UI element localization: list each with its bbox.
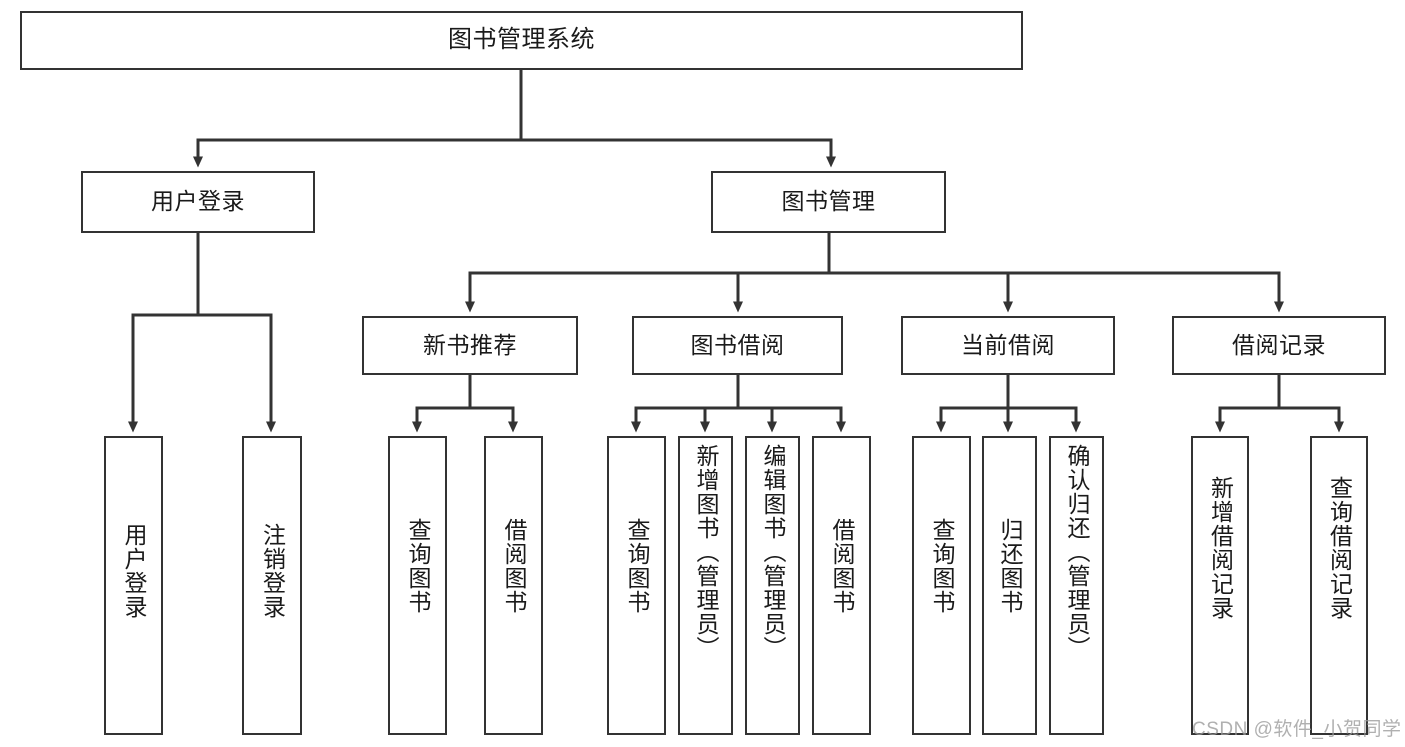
node-leaf-user-login[interactable]: 用户登录 xyxy=(104,436,163,735)
node-leaf-return-book-label: 归还图书 xyxy=(997,518,1023,614)
node-leaf-edit-book-label: 编辑图书（管理员） xyxy=(760,444,786,660)
node-leaf-return-book[interactable]: 归还图书 xyxy=(982,436,1037,735)
node-leaf-query-book-2-label: 查询图书 xyxy=(624,518,650,614)
node-borrow-record[interactable]: 借阅记录 xyxy=(1172,316,1386,375)
node-leaf-query-book-1[interactable]: 查询图书 xyxy=(388,436,447,735)
node-root-label: 图书管理系统 xyxy=(448,26,595,54)
node-book-borrow-label: 图书借阅 xyxy=(690,331,785,358)
node-leaf-logout[interactable]: 注销登录 xyxy=(242,436,302,735)
node-leaf-edit-book[interactable]: 编辑图书（管理员） xyxy=(745,436,800,735)
node-root[interactable]: 图书管理系统 xyxy=(20,11,1023,70)
node-current-borrow[interactable]: 当前借阅 xyxy=(901,316,1115,375)
node-leaf-add-record-label: 新增借阅记录 xyxy=(1207,476,1234,620)
node-leaf-confirm-return[interactable]: 确认归还（管理员） xyxy=(1049,436,1104,735)
node-current-borrow-label: 当前借阅 xyxy=(961,331,1055,358)
node-user-login-label: 用户登录 xyxy=(151,188,245,215)
node-book-borrow[interactable]: 图书借阅 xyxy=(632,316,843,375)
node-leaf-logout-label: 注销登录 xyxy=(259,523,286,619)
node-leaf-borrow-book-2-label: 借阅图书 xyxy=(829,518,855,614)
node-leaf-query-record-label: 查询借阅记录 xyxy=(1326,476,1353,620)
node-book-manage[interactable]: 图书管理 xyxy=(711,171,946,233)
node-leaf-confirm-return-label: 确认归还（管理员） xyxy=(1064,444,1090,660)
node-new-book-recommend-label: 新书推荐 xyxy=(423,331,517,358)
node-leaf-query-book-3[interactable]: 查询图书 xyxy=(912,436,971,735)
node-leaf-add-book-label: 新增图书（管理员） xyxy=(693,444,719,660)
node-leaf-query-book-2[interactable]: 查询图书 xyxy=(607,436,666,735)
node-leaf-add-record[interactable]: 新增借阅记录 xyxy=(1191,436,1249,735)
node-leaf-borrow-book-1-label: 借阅图书 xyxy=(501,518,527,614)
node-leaf-query-book-3-label: 查询图书 xyxy=(929,518,955,614)
node-borrow-record-label: 借阅记录 xyxy=(1232,331,1326,358)
node-new-book-recommend[interactable]: 新书推荐 xyxy=(362,316,578,375)
node-leaf-query-record[interactable]: 查询借阅记录 xyxy=(1310,436,1368,735)
csdn-watermark: CSDN @软件_小贺同学 xyxy=(1192,719,1402,740)
node-leaf-user-login-label: 用户登录 xyxy=(121,523,147,619)
node-leaf-borrow-book-1[interactable]: 借阅图书 xyxy=(484,436,543,735)
node-user-login[interactable]: 用户登录 xyxy=(81,171,315,233)
node-leaf-query-book-1-label: 查询图书 xyxy=(405,518,431,614)
node-book-manage-label: 图书管理 xyxy=(781,188,876,215)
node-leaf-borrow-book-2[interactable]: 借阅图书 xyxy=(812,436,871,735)
node-leaf-add-book[interactable]: 新增图书（管理员） xyxy=(678,436,733,735)
